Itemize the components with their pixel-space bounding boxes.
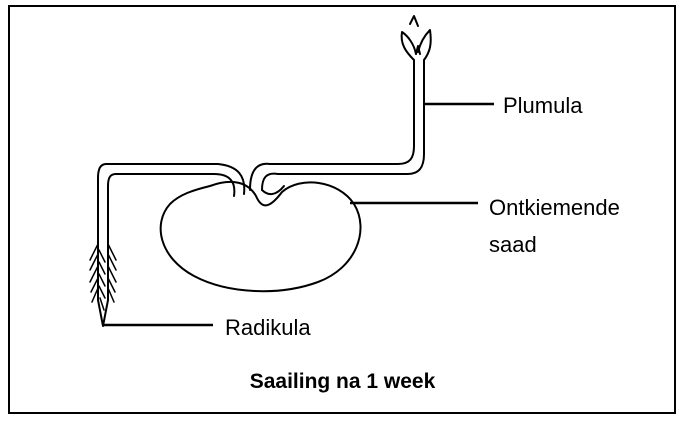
plumula-label: Plumula xyxy=(503,93,582,119)
root-hairs xyxy=(90,244,116,310)
plumula-stem xyxy=(250,60,424,194)
germinating-seed-label-line2: saad xyxy=(489,232,537,258)
germinating-seed xyxy=(161,182,361,291)
radikula-label: Radikula xyxy=(225,315,311,341)
plumula-tip xyxy=(402,16,431,60)
diagram-caption: Saailing na 1 week xyxy=(0,369,685,395)
germinating-seed-label-line1: Ontkiemende xyxy=(489,195,620,221)
radikula-stem xyxy=(98,164,244,326)
